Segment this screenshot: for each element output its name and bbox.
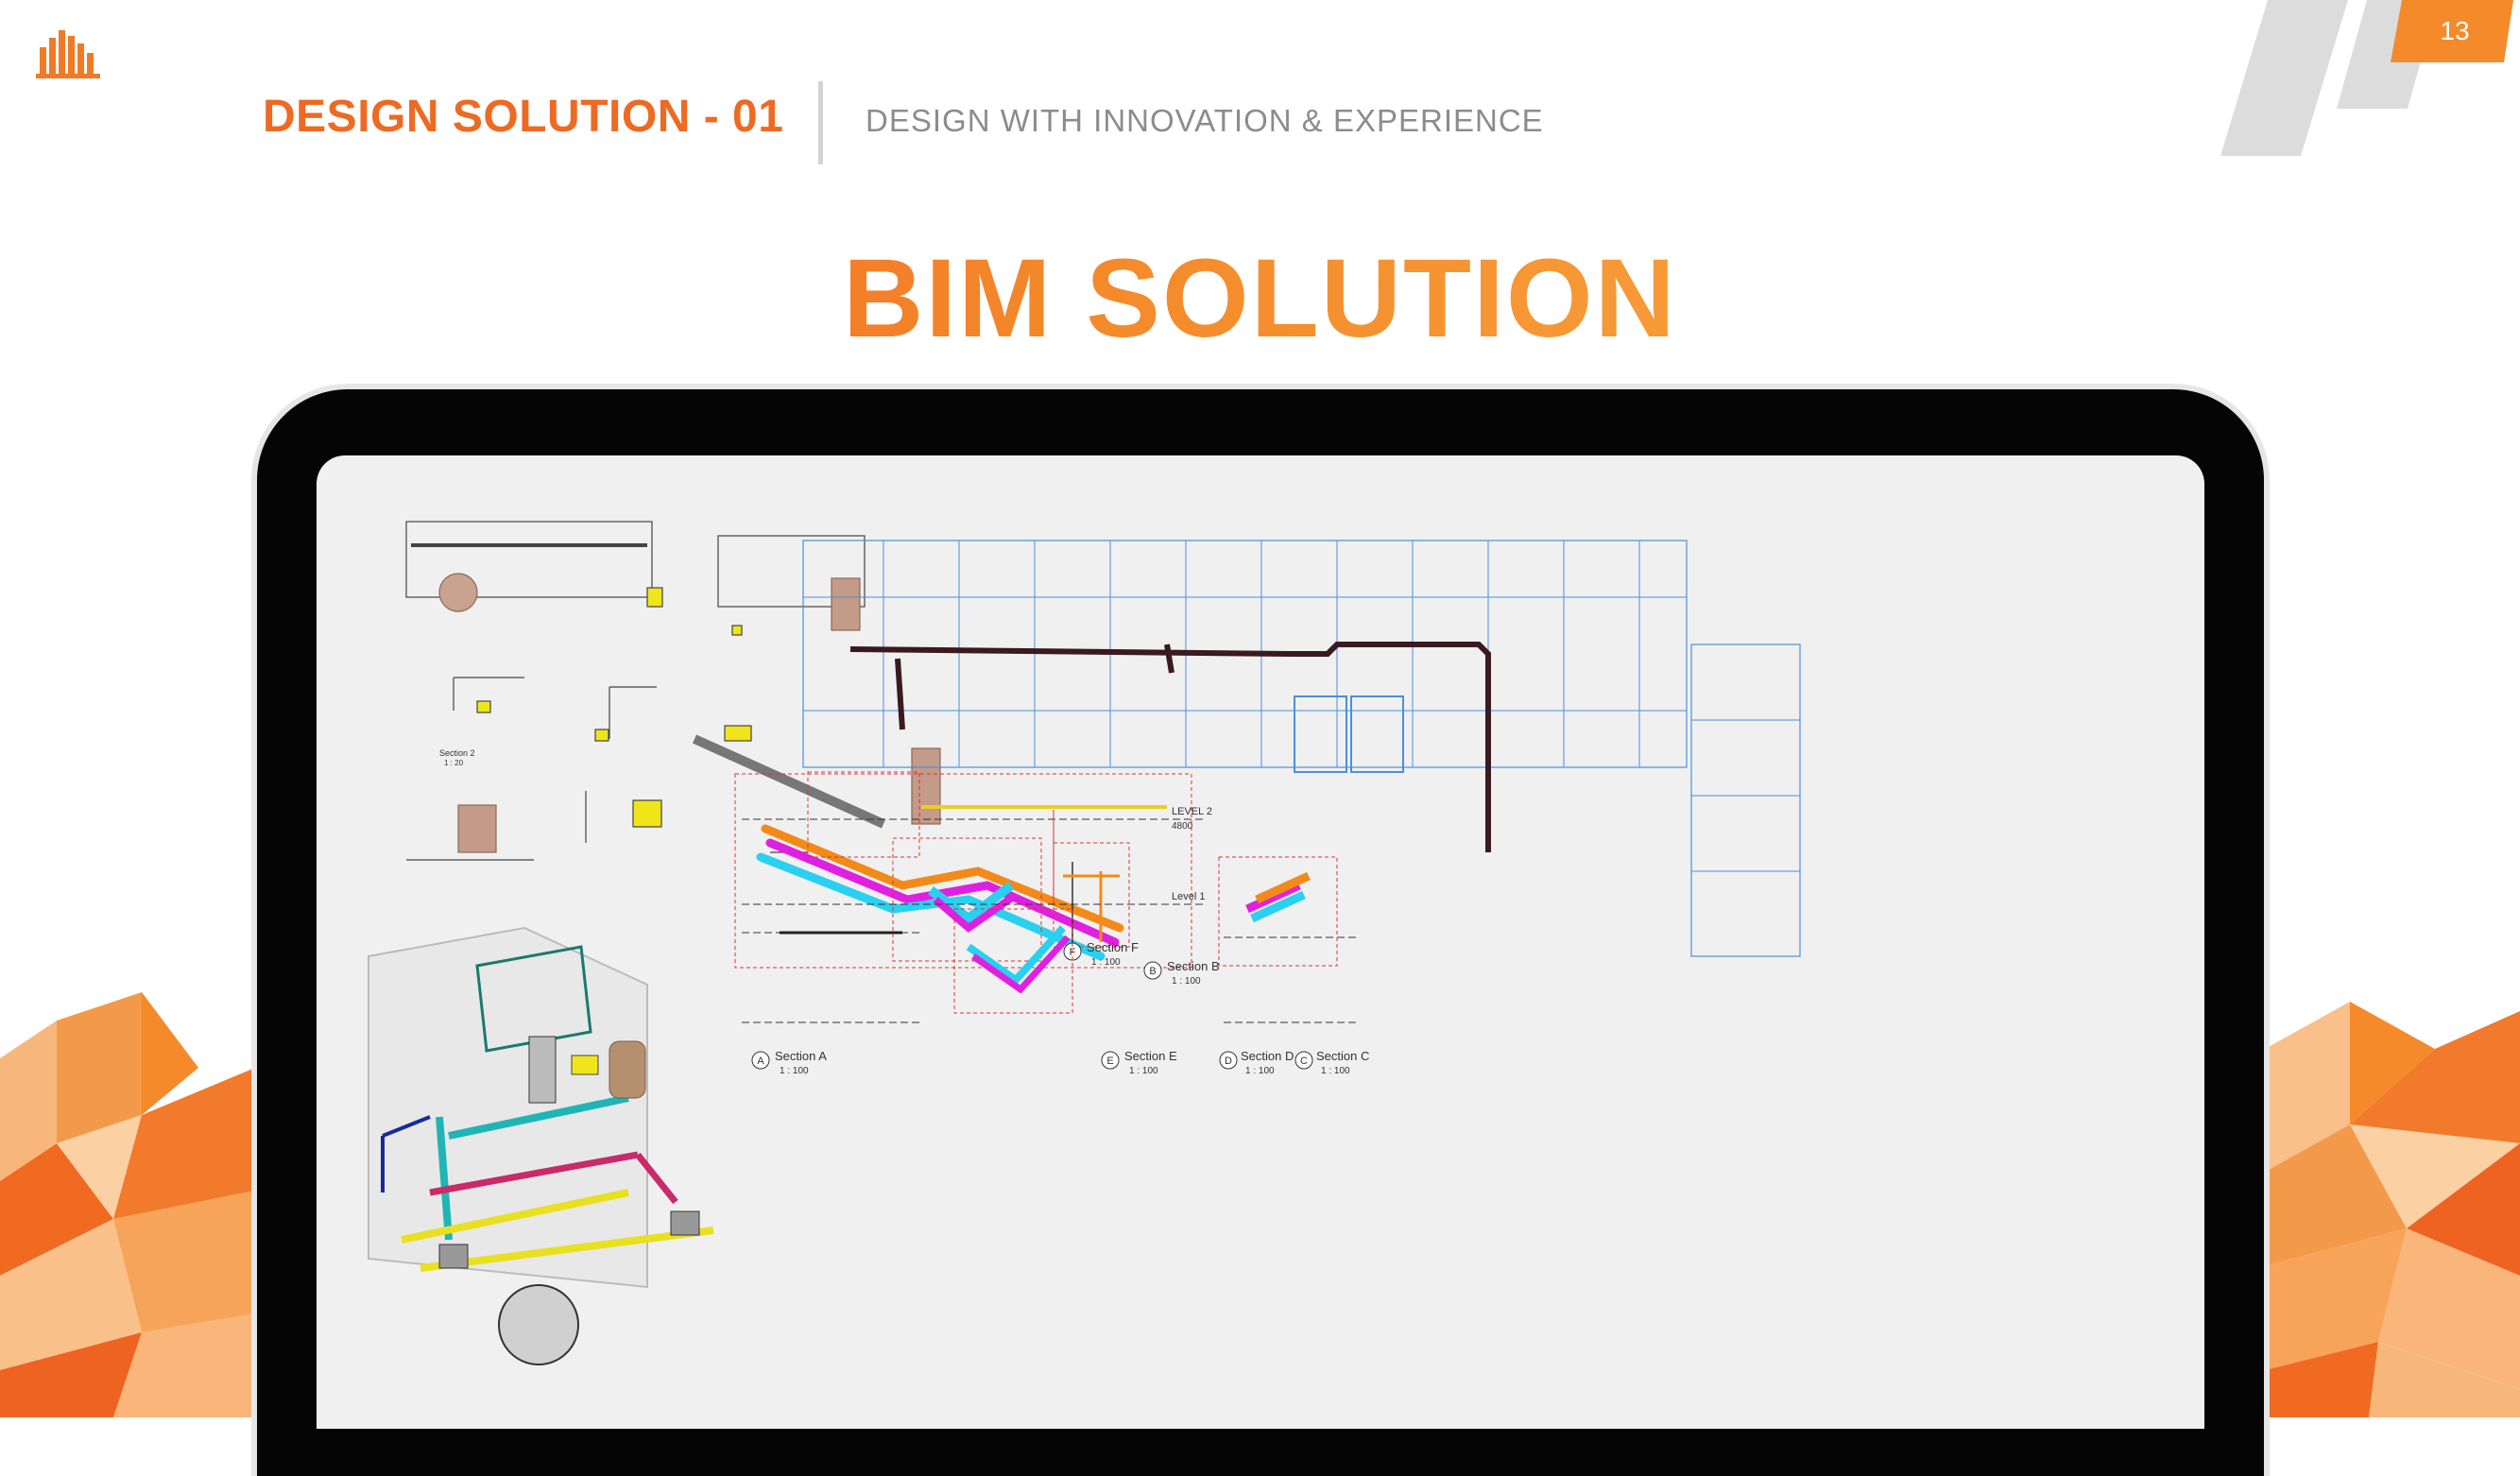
section-e-scale: 1 : 100 (1129, 1066, 1158, 1076)
page-number: 13 (2440, 16, 2470, 45)
section-d-title: Section D (1241, 1049, 1294, 1063)
section-title: DESIGN SOLUTION - 01 (263, 92, 784, 142)
plan-pipe-run (849, 642, 1491, 852)
triangle-mosaic-left-icon (0, 992, 255, 1417)
section-a-title: Section A (775, 1049, 827, 1063)
bim-drawing-sheet: B Section B 1 : 100 LEVEL 2 4800 Level 1… (368, 521, 1801, 1365)
section-d-c (1218, 856, 1356, 1023)
section-2-scale: 1 : 20 (444, 759, 464, 767)
detail-callout-small (892, 837, 1042, 962)
section-c-tag: C (1300, 1056, 1308, 1067)
section-b-tag: B (1149, 966, 1156, 977)
section-b-scale: 1 : 100 (1172, 976, 1201, 987)
page-title: BIM SOLUTION (0, 234, 2520, 363)
building-bars-logo-icon (36, 30, 100, 78)
section-c-scale: 1 : 100 (1321, 1066, 1350, 1076)
level-1-label: Level 1 (1172, 891, 1205, 902)
section-2-title: Section 2 (439, 748, 475, 758)
section-c-tag-circle (1294, 1051, 1313, 1070)
tablet-screen: B Section B 1 : 100 LEVEL 2 4800 Level 1… (317, 455, 2204, 1429)
section-b-title: Section B (1167, 959, 1220, 973)
section-e-frame (953, 908, 1073, 1014)
section-e-tag: E (1106, 1056, 1113, 1067)
section-subtitle: DESIGN WITH INNOVATION & EXPERIENCE (866, 103, 1544, 138)
detail-callout-large (734, 773, 1192, 969)
section-e-title: Section E (1124, 1049, 1177, 1063)
section-f-elevation (742, 771, 1205, 905)
diagonal-stripes-decoration-icon (2220, 0, 2513, 156)
section-f-title: Section F (1087, 940, 1139, 954)
section-c-title: Section C (1316, 1049, 1369, 1063)
section-b-tag-circle (1143, 961, 1162, 980)
section-d-tag: D (1225, 1056, 1232, 1067)
level-2-elev: 4800 (1172, 821, 1193, 832)
section-a-tag: A (757, 1056, 764, 1067)
header-divider (818, 81, 823, 164)
section-d-tag-circle (1219, 1051, 1238, 1070)
section-e-tag-circle (1101, 1051, 1120, 1070)
level-2-label: LEVEL 2 (1172, 806, 1212, 817)
triangle-mosaic-right-icon (2265, 1002, 2520, 1417)
isometric-plumbing-model (368, 926, 714, 1365)
section-d-scale: 1 : 100 (1245, 1066, 1275, 1076)
section-f-scale: 1 : 100 (1091, 957, 1121, 968)
section-a-tag-circle (751, 1051, 770, 1070)
section-a (742, 931, 921, 1023)
section-a-scale: 1 : 100 (780, 1066, 809, 1076)
detail-drawings-group (405, 521, 941, 861)
